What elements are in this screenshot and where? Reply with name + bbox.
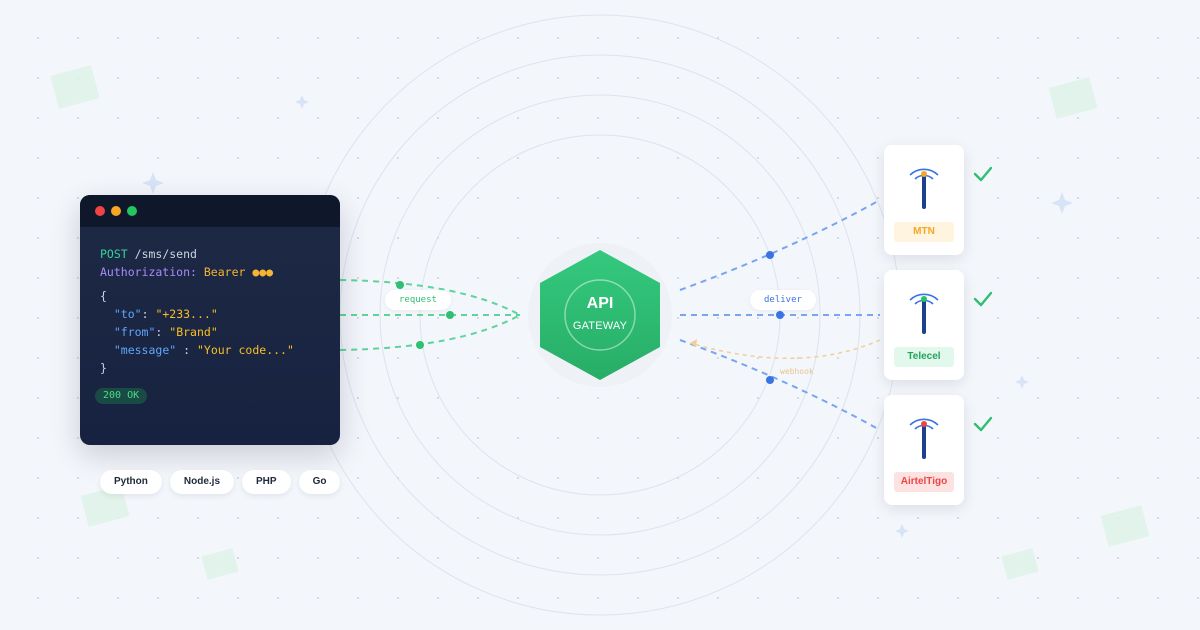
sparkle-icon bbox=[1051, 192, 1073, 214]
webhook-label: webhook bbox=[780, 367, 814, 376]
close-brace: } bbox=[100, 361, 107, 375]
lang-tab-php[interactable]: PHP bbox=[242, 470, 291, 494]
json-key: "message" bbox=[113, 343, 177, 357]
deliver-dot bbox=[776, 311, 784, 319]
sparkle-icon bbox=[295, 95, 309, 109]
minimize-dot-icon[interactable] bbox=[111, 206, 121, 216]
json-key: "from" bbox=[113, 325, 156, 339]
deliver-dot bbox=[766, 251, 774, 259]
deliver-dot bbox=[766, 376, 774, 384]
decor-square bbox=[201, 548, 239, 580]
antenna-tower-icon bbox=[909, 293, 939, 334]
carrier-name: AirtelTigo bbox=[894, 472, 954, 492]
request-dot bbox=[416, 341, 424, 349]
request-code: POST /sms/send Authorization: Bearer ●●●… bbox=[100, 247, 294, 375]
decor-square bbox=[50, 65, 100, 109]
gateway-ring bbox=[564, 279, 636, 351]
json-key: "to" bbox=[113, 307, 142, 321]
decor-square bbox=[1048, 77, 1098, 119]
terminal-title-bar bbox=[80, 195, 340, 227]
auth-value: Bearer ●●● bbox=[203, 265, 274, 279]
check-icon bbox=[973, 291, 993, 307]
webhook-arrow-icon bbox=[690, 339, 697, 347]
gateway-hexagon bbox=[540, 250, 660, 380]
request-dot bbox=[396, 281, 404, 289]
carrier-card-airteltigo: AirtelTigo bbox=[884, 395, 964, 505]
check-icon bbox=[973, 166, 993, 182]
gateway-title: API bbox=[586, 295, 614, 312]
request-dot bbox=[446, 311, 454, 319]
gateway-subtitle: GATEWAY bbox=[572, 320, 628, 332]
webhook-line bbox=[689, 339, 881, 360]
status-badge: 200 OK bbox=[95, 388, 148, 404]
sparkle-icon bbox=[142, 172, 164, 194]
auth-key: Authorization: bbox=[100, 265, 197, 279]
decor-square bbox=[1001, 548, 1039, 580]
lang-tab-nodejs[interactable]: Node.js bbox=[169, 470, 235, 494]
carrier-name: Telecel bbox=[894, 347, 954, 367]
endpoint-path: /sms/send bbox=[134, 247, 197, 261]
check-icon bbox=[973, 416, 993, 432]
open-brace: { bbox=[100, 289, 107, 303]
antenna-tower-icon bbox=[909, 168, 939, 209]
json-value: "Brand" bbox=[169, 325, 218, 339]
sparkle-icon bbox=[1015, 375, 1029, 389]
antenna-tower-icon bbox=[909, 418, 939, 459]
deliver-line bbox=[679, 199, 881, 291]
http-method: POST bbox=[100, 247, 128, 261]
language-tabs: Python Node.js PHP Go bbox=[100, 470, 341, 494]
orbit-ring bbox=[379, 94, 821, 536]
sparkle-icon bbox=[895, 524, 909, 538]
deliver-line bbox=[679, 339, 881, 431]
maximize-dot-icon[interactable] bbox=[127, 206, 137, 216]
decor-square bbox=[1100, 505, 1150, 547]
request-line bbox=[339, 279, 521, 316]
code-terminal: POST /sms/send Authorization: Bearer ●●●… bbox=[80, 195, 340, 445]
close-dot-icon[interactable] bbox=[95, 206, 105, 216]
json-value: "Your code..." bbox=[196, 343, 294, 357]
deliver-label: deliver bbox=[750, 290, 816, 310]
request-label: request bbox=[385, 290, 451, 310]
lang-tab-python[interactable]: Python bbox=[100, 470, 162, 494]
lang-tab-go[interactable]: Go bbox=[298, 470, 341, 494]
carrier-card-telecel: Telecel bbox=[884, 270, 964, 380]
carrier-card-mtn: MTN bbox=[884, 145, 964, 255]
decor-square bbox=[80, 485, 130, 527]
json-value: "+233..." bbox=[155, 307, 218, 321]
carrier-name: MTN bbox=[894, 222, 954, 242]
request-line bbox=[339, 314, 521, 351]
